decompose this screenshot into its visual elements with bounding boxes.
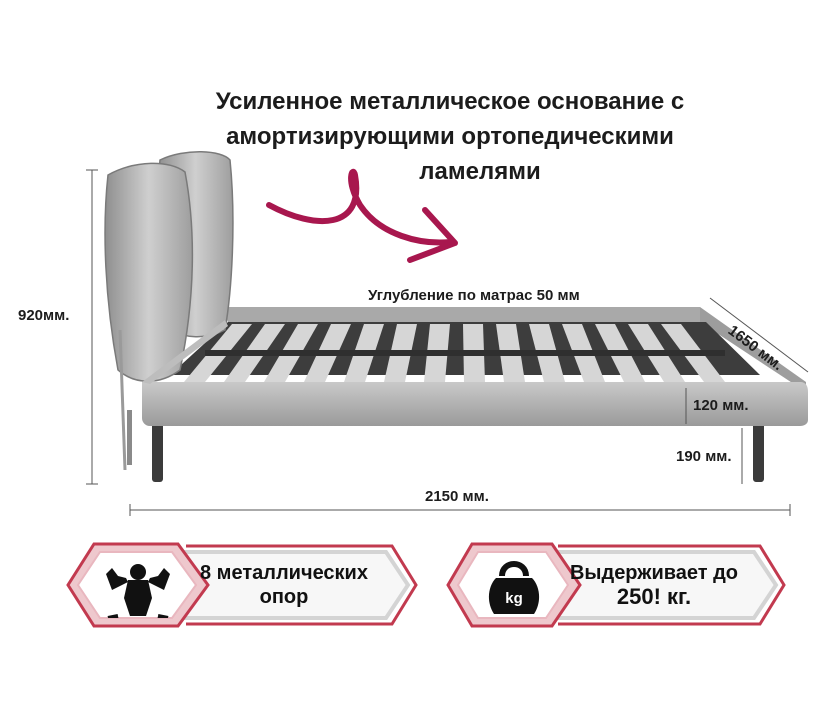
feature-legs-line-2: опор xyxy=(259,586,309,608)
headline-line-1: Усиленное металлическое основание с xyxy=(215,88,685,115)
feature-legs-line-1: 8 металлических xyxy=(200,562,368,584)
leg-height-label: 190 мм. xyxy=(676,448,732,465)
feature-load-line-2: 250! кг. xyxy=(616,584,692,609)
recess-label: Углубление по матрас 50 мм xyxy=(368,287,580,304)
headline-line-2: амортизирующими ортопедическими xyxy=(226,123,674,150)
badge-shape xyxy=(66,542,418,628)
far-rail xyxy=(222,307,706,322)
bed-legs xyxy=(127,410,764,482)
frame-height-label: 120 мм. xyxy=(693,397,749,414)
feature-load-text: Выдерживает до 250! кг. xyxy=(554,561,754,609)
feature-badge-legs: 8 металлических опор xyxy=(66,540,418,630)
height-total-label: 920мм. xyxy=(18,307,70,324)
feature-legs-text: 8 металлических опор xyxy=(184,561,384,609)
headline: Усиленное металлическое основание с амор… xyxy=(170,84,730,189)
width-label: 1650 мм. xyxy=(724,322,787,375)
kettlebell-icon: kg xyxy=(488,561,540,614)
feature-load-line-1: Выдерживает до xyxy=(569,562,739,584)
headline-line-3: ламелями xyxy=(419,158,541,185)
length-label: 2150 мм. xyxy=(425,488,489,505)
kettlebell-label: kg xyxy=(505,590,523,607)
slats xyxy=(184,324,725,382)
strongman-icon xyxy=(106,564,170,618)
headboard-pillows xyxy=(104,151,234,471)
feature-badge-load: kg Выдерживает до 250! кг. xyxy=(446,540,786,630)
curved-arrow-icon xyxy=(266,168,458,263)
